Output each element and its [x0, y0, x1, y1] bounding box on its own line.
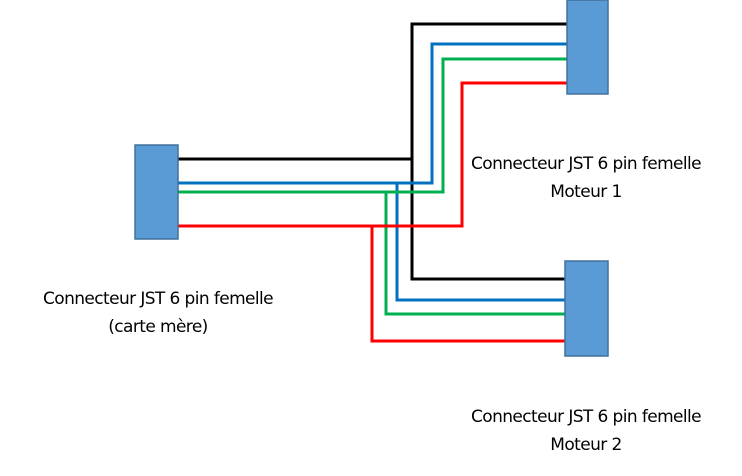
label-line-2: Moteur 2 [550, 435, 622, 455]
green-wire-to-m2 [384, 192, 565, 316]
black-wire-to-m1 [178, 22, 567, 161]
black-wire [178, 22, 567, 281]
motor2-connector [564, 260, 609, 357]
motherboard-connector-label: Connecteur JST 6 pin femelle (carte mère… [8, 285, 308, 341]
motor1-connector-label: Connecteur JST 6 pin femelle Moteur 1 [436, 150, 736, 206]
label-line-2: (carte mère) [108, 317, 208, 337]
motor2-connector-label: Connecteur JST 6 pin femelle Moteur 2 [436, 403, 736, 459]
motherboard-connector [134, 144, 179, 240]
motor1-connector [566, 0, 609, 95]
red-wire [178, 81, 567, 343]
connectors [134, 0, 609, 357]
label-line-2: Moteur 1 [550, 182, 622, 202]
label-line-1: Connecteur JST 6 pin femelle [471, 407, 702, 427]
red-wire-to-m2 [370, 226, 565, 343]
blue-wire-to-m1 [178, 42, 567, 185]
green-wire-to-m1 [178, 57, 567, 194]
label-line-1: Connecteur JST 6 pin femelle [471, 154, 702, 174]
green-wire [178, 57, 567, 316]
blue-wire-to-m2 [395, 183, 565, 302]
wires [178, 22, 567, 343]
black-wire-to-m2 [410, 159, 565, 281]
blue-wire [178, 42, 567, 302]
label-line-1: Connecteur JST 6 pin femelle [43, 289, 274, 309]
red-wire-to-m1 [178, 81, 567, 228]
